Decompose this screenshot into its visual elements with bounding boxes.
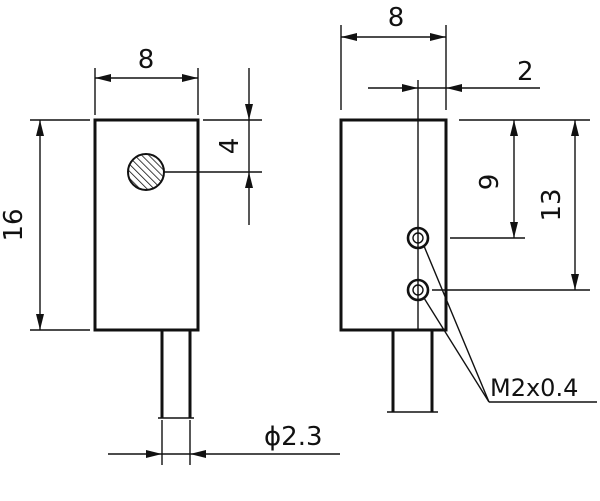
left-width-label: 8 <box>138 45 155 75</box>
cable-diameter-dimension: ϕ2.3 <box>108 420 340 465</box>
left-height-label: 16 <box>0 208 29 241</box>
cable-diameter-label: ϕ2.3 <box>264 422 323 452</box>
right-sensor-body <box>339 118 448 332</box>
right-view: 8 2 9 13 M2x0.4 <box>339 3 597 413</box>
hole-offset-dimension: 2 <box>368 57 540 92</box>
left-height-dimension: 16 <box>0 119 90 331</box>
sensor-offset-dimension: 4 <box>203 68 262 225</box>
hole1-dimension: 9 <box>475 120 518 238</box>
hole-icon <box>406 278 430 302</box>
right-width-dimension: 8 <box>340 3 447 110</box>
sensor-offset-label: 4 <box>215 138 245 155</box>
hole1-label: 9 <box>475 174 505 191</box>
left-width-dimension: 8 <box>94 45 199 115</box>
mounting-hole-1 <box>406 226 430 250</box>
hole2-dimension: 13 <box>537 120 579 290</box>
thread-leader: M2x0.4 <box>423 245 597 403</box>
sensing-face-icon <box>127 153 165 191</box>
right-cable <box>387 330 438 413</box>
mounting-hole-2 <box>406 278 430 302</box>
thread-label: M2x0.4 <box>490 374 578 402</box>
left-sensor-body <box>93 118 200 332</box>
right-width-label: 8 <box>388 3 405 33</box>
hole-icon <box>406 226 430 250</box>
hole2-label: 13 <box>537 188 567 221</box>
left-view: 8 16 4 ϕ2.3 <box>0 45 340 465</box>
hole-offset-label: 2 <box>517 57 534 87</box>
left-cable <box>158 330 194 419</box>
